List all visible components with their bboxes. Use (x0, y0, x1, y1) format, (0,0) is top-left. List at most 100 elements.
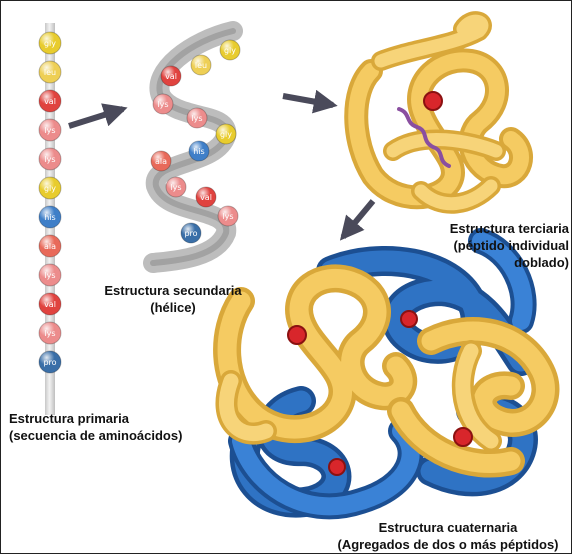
helix-residue-highlight (166, 177, 186, 197)
quaternary-structure-label: Estructura cuaternaria (Agregados de dos… (337, 519, 559, 553)
quaternary-heme-1 (287, 325, 307, 345)
primary-residue-highlight (39, 61, 61, 83)
primary-chain: gly leu val lys lys gly his ala lys val lys pro (38, 23, 62, 415)
helix-residue-label: ala (155, 157, 167, 166)
primary-residue-label: lys (44, 329, 55, 338)
primary-title: Estructura primaria (9, 411, 129, 426)
primary-residue: pro (38, 350, 62, 374)
primary-structure-label: Estructura primaria (secuencia de aminoá… (9, 410, 182, 444)
helix-residue-label: lys (191, 114, 202, 123)
helix-residue-label: val (165, 72, 177, 81)
primary-residue: lys (38, 118, 62, 142)
helix-ribbon-front (150, 28, 236, 266)
primary-residue-highlight (39, 32, 61, 54)
helix-residue: lys (165, 176, 187, 198)
tertiary-fold (344, 11, 533, 214)
helix-residue-label: gly (224, 46, 236, 55)
helix-residue-label: val (200, 193, 212, 202)
primary-residue-label: ala (44, 242, 56, 251)
quaternary-heme-3 (453, 427, 473, 447)
primary-residue-highlight (39, 293, 61, 315)
primary-residue: lys (38, 263, 62, 287)
helix-residue: leu (190, 54, 212, 76)
helix-residue: lys (217, 205, 239, 227)
helix-residue-highlight (153, 94, 173, 114)
primary-residue: lys (38, 321, 62, 345)
primary-residue-highlight (39, 90, 61, 112)
helix-residue-highlight (187, 108, 207, 128)
primary-residue-label: lys (44, 155, 55, 164)
primary-residue: ala (38, 234, 62, 258)
primary-residue: val (38, 89, 62, 113)
helix-residue-label: lys (157, 100, 168, 109)
helix-residue-label: gly (220, 130, 232, 139)
primary-residue: gly (38, 176, 62, 200)
arrow-primary-to-secondary (68, 103, 128, 129)
helix-residue: lys (186, 107, 208, 129)
helix-residue: gly (219, 39, 241, 61)
primary-residue-label: his (44, 213, 55, 222)
helix-residue-highlight (220, 40, 240, 60)
helix-residue-highlight (191, 55, 211, 75)
quaternary-subtitle: (Agregados de dos o más péptidos) (337, 537, 559, 552)
primary-residue-highlight (39, 119, 61, 141)
helix-residue-label: lys (170, 183, 181, 192)
helix-residue: pro (180, 222, 202, 244)
primary-residue-highlight (39, 177, 61, 199)
helix-residue-label: pro (184, 229, 197, 238)
helix-residue-highlight (161, 66, 181, 86)
tertiary-heme (423, 91, 443, 111)
primary-residue-label: gly (44, 39, 56, 48)
secondary-helix: gly leu val lys lys gly his ala lys val lys pro (143, 21, 243, 273)
helix-residue-highlight (189, 141, 209, 161)
primary-residue-highlight (39, 148, 61, 170)
primary-residue-highlight (39, 206, 61, 228)
helix-residue-label: his (193, 147, 204, 156)
primary-residue-label: gly (44, 184, 56, 193)
primary-residue-label: lys (44, 271, 55, 280)
primary-residue-label: lys (44, 126, 55, 135)
helix-residue: val (195, 186, 217, 208)
primary-residue-highlight (39, 322, 61, 344)
primary-residue-label: pro (43, 358, 56, 367)
quaternary-title: Estructura cuaternaria (378, 520, 518, 535)
helix-residue: his (188, 140, 210, 162)
primary-residue-label: val (44, 300, 56, 309)
helix-residue-label: leu (195, 61, 207, 70)
primary-residue-label: leu (44, 68, 56, 77)
primary-residue-highlight (39, 351, 61, 373)
secondary-title: Estructura secundaria (104, 283, 242, 298)
helix-residue-highlight (216, 124, 236, 144)
secondary-structure-label: Estructura secundaria (hélice) (99, 282, 247, 316)
primary-residue: his (38, 205, 62, 229)
secondary-subtitle: (hélice) (150, 300, 196, 315)
tertiary-subtitle-1: (péptido individual (453, 238, 569, 253)
quaternary-complex (213, 228, 560, 520)
primary-residue-highlight (39, 235, 61, 257)
helix-residue-highlight (181, 223, 201, 243)
primary-residue: lys (38, 147, 62, 171)
primary-residue-label: val (44, 97, 56, 106)
helix-residue-label: lys (222, 212, 233, 221)
primary-residue: val (38, 292, 62, 316)
helix-residue: ala (150, 150, 172, 172)
tertiary-structure-label: Estructura terciaria (péptido individual… (413, 220, 569, 271)
quaternary-heme-4 (328, 458, 346, 476)
helix-residue: lys (152, 93, 174, 115)
tertiary-title: Estructura terciaria (449, 221, 569, 236)
primary-residue: gly (38, 31, 62, 55)
primary-residue-highlight (39, 264, 61, 286)
helix-residue-highlight (196, 187, 216, 207)
helix-residue-highlight (218, 206, 238, 226)
primary-residue: leu (38, 60, 62, 84)
arrow-secondary-to-tertiary (282, 89, 338, 114)
helix-residue-highlight (151, 151, 171, 171)
tertiary-subtitle-2: doblado) (514, 255, 569, 270)
arrow-tertiary-to-quaternary (339, 199, 376, 241)
primary-subtitle: (secuencia de aminoácidos) (9, 428, 183, 443)
quaternary-heme-2 (400, 310, 418, 328)
helix-residue: gly (215, 123, 237, 145)
helix-residue: val (160, 65, 182, 87)
